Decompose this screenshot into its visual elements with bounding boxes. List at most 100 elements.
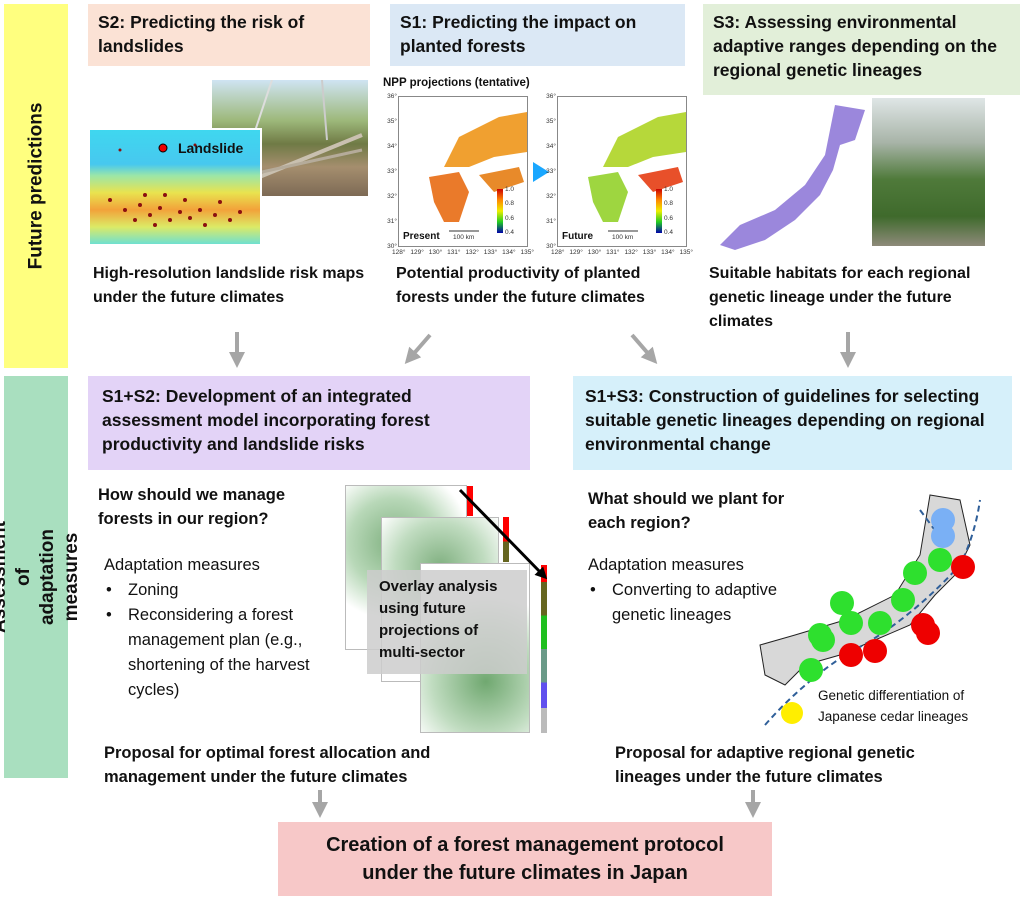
present-colorbar — [497, 189, 503, 233]
s2-title: S2: Predicting the risk of landslides — [98, 12, 305, 56]
lon-tick: 132° — [624, 249, 638, 256]
cedar-lineage-map — [759, 494, 981, 726]
lat-tick: 30° — [546, 243, 556, 250]
final-protocol-box: Creation of a forest management protocol… — [278, 822, 772, 896]
cedar-map-caption: Genetic differentiation of Japanese ceda… — [818, 688, 969, 724]
measure-reconsider-plan: Reconsidering a forest management plan (… — [104, 603, 344, 703]
lon-tick: 134° — [502, 249, 516, 256]
npp-future-map: Future 100 km 1.0 0.8 0.6 0.4 — [557, 96, 687, 247]
lat-tick: 32° — [546, 193, 556, 200]
s12-proposal: Proposal for optimal forest allocation a… — [104, 744, 431, 786]
present-label: Present — [403, 231, 440, 242]
s13-header: S1+S3: Construction of guidelines for se… — [573, 376, 1012, 470]
s13-measures-list: Converting to adaptive genetic lineages — [588, 578, 803, 628]
landslide-label: Landslide — [178, 140, 244, 156]
s2-caption: High-resolution landslide risk maps unde… — [93, 265, 365, 306]
lon-tick: 131° — [606, 249, 620, 256]
blue-right-arrow-icon — [533, 162, 549, 182]
pie-markers — [781, 508, 975, 724]
legend-tick: 0.6 — [664, 214, 674, 222]
lat-tick: 30° — [387, 243, 397, 250]
s2-header: S2: Predicting the risk of landslides — [88, 4, 370, 66]
s1-title: S1: Predicting the impact on planted for… — [400, 12, 637, 56]
lon-tick: 135° — [520, 249, 534, 256]
s12-measures-list: Zoning Reconsidering a forest management… — [104, 578, 344, 703]
s13-measures-title: Adaptation measures — [588, 556, 744, 574]
s13-title: S1+S3: Construction of guidelines for se… — [585, 386, 985, 454]
npp-title: NPP projections (tentative) — [383, 77, 530, 89]
final-protocol-text: Creation of a forest management protocol… — [326, 834, 724, 884]
overlay-colorbar-3 — [541, 565, 547, 733]
overlay-arrow-icon — [458, 488, 548, 580]
lat-tick: 33° — [387, 168, 397, 175]
assessment-band: Assessment of adaptation measures — [0, 376, 82, 778]
lat-tick: 36° — [387, 93, 397, 100]
present-scale-label: 100 km — [453, 234, 475, 241]
overlay-analysis-box: Overlay analysis using future projection… — [367, 570, 527, 674]
present-legend-ticks: 1.0 0.8 0.6 0.4 — [505, 186, 514, 236]
lat-tick: 33° — [546, 168, 556, 175]
lon-tick: 135° — [679, 249, 693, 256]
landslide-points — [108, 143, 242, 227]
legend-tick: 0.6 — [505, 214, 515, 222]
habitat-map — [715, 100, 870, 262]
lon-tick: 128° — [551, 249, 565, 256]
overlay-text: Overlay analysis using future projection… — [379, 578, 498, 661]
s1-caption: Potential productivity of planted forest… — [396, 265, 645, 306]
lat-tick: 35° — [387, 118, 397, 125]
lon-tick: 133° — [483, 249, 498, 256]
s13-proposal: Proposal for adaptive regional genetic l… — [615, 744, 915, 786]
lon-tick: 129° — [410, 249, 424, 256]
measure-converting: Converting to adaptive genetic lineages — [588, 578, 803, 628]
s3-header: S3: Assessing environmental adaptive ran… — [703, 4, 1020, 95]
overlay-colorbar-2 — [503, 517, 509, 562]
present-lon-axis: 128° 129° 130° 131° 132° 133° 134° 135° — [392, 249, 534, 256]
s12-header: S1+S2: Development of an integrated asse… — [88, 376, 530, 470]
lat-tick: 31° — [546, 218, 556, 225]
npp-present-map: Present 100 km 1.0 0.8 0.6 0.4 — [398, 96, 528, 247]
s12-question: How should we manage forests in our regi… — [98, 486, 286, 528]
legend-tick: 1.0 — [505, 186, 515, 193]
lon-tick: 130° — [428, 249, 443, 256]
s12-title: S1+S2: Development of an integrated asse… — [102, 386, 430, 454]
s13-question: What should we plant for each region? — [588, 490, 785, 532]
japan-habitat-shape — [720, 105, 865, 250]
lat-tick: 36° — [546, 93, 556, 100]
legend-tick: 0.8 — [505, 200, 515, 208]
legend-tick: 0.4 — [505, 228, 515, 236]
lat-tick: 34° — [546, 143, 556, 150]
lon-tick: 129° — [569, 249, 583, 256]
lat-tick: 31° — [387, 218, 397, 225]
s3-title: S3: Assessing environmental adaptive ran… — [713, 12, 997, 80]
lat-tick: 34° — [387, 143, 397, 150]
future-label: Future — [562, 231, 594, 242]
present-map-shape — [429, 112, 527, 232]
s12-measures-title: Adaptation measures — [104, 556, 260, 574]
legend-tick: 0.8 — [664, 200, 674, 208]
future-predictions-band: Future predictions — [4, 4, 68, 368]
future-colorbar — [656, 189, 662, 233]
lon-tick: 128° — [392, 249, 406, 256]
lon-tick: 132° — [465, 249, 479, 256]
lat-tick: 32° — [387, 193, 397, 200]
greenhouse-photo — [872, 98, 985, 246]
future-lat-axis: 36° 35° 34° 33° 32° 31° 30° — [540, 93, 556, 250]
legend-tick: 0.4 — [664, 228, 674, 236]
arrow-s1-left — [404, 333, 432, 365]
s1-header: S1: Predicting the impact on planted for… — [390, 4, 685, 66]
future-map-shape — [588, 112, 686, 232]
future-lon-axis: 128° 129° 130° 131° 132° 133° 134° 135° — [551, 249, 693, 256]
measure-zoning: Zoning — [104, 578, 344, 603]
arrow-s1-right — [630, 333, 658, 365]
future-legend-ticks: 1.0 0.8 0.6 0.4 — [664, 186, 673, 236]
future-scale-label: 100 km — [612, 234, 634, 241]
lon-tick: 133° — [642, 249, 657, 256]
lon-tick: 134° — [661, 249, 675, 256]
lon-tick: 130° — [587, 249, 602, 256]
lat-tick: 35° — [546, 118, 556, 125]
present-lat-axis: 36° 35° 34° 33° 32° 31° 30° — [381, 93, 397, 250]
lon-tick: 131° — [447, 249, 461, 256]
s3-caption: Suitable habitats for each regional gene… — [709, 265, 971, 330]
legend-tick: 1.0 — [664, 186, 674, 193]
